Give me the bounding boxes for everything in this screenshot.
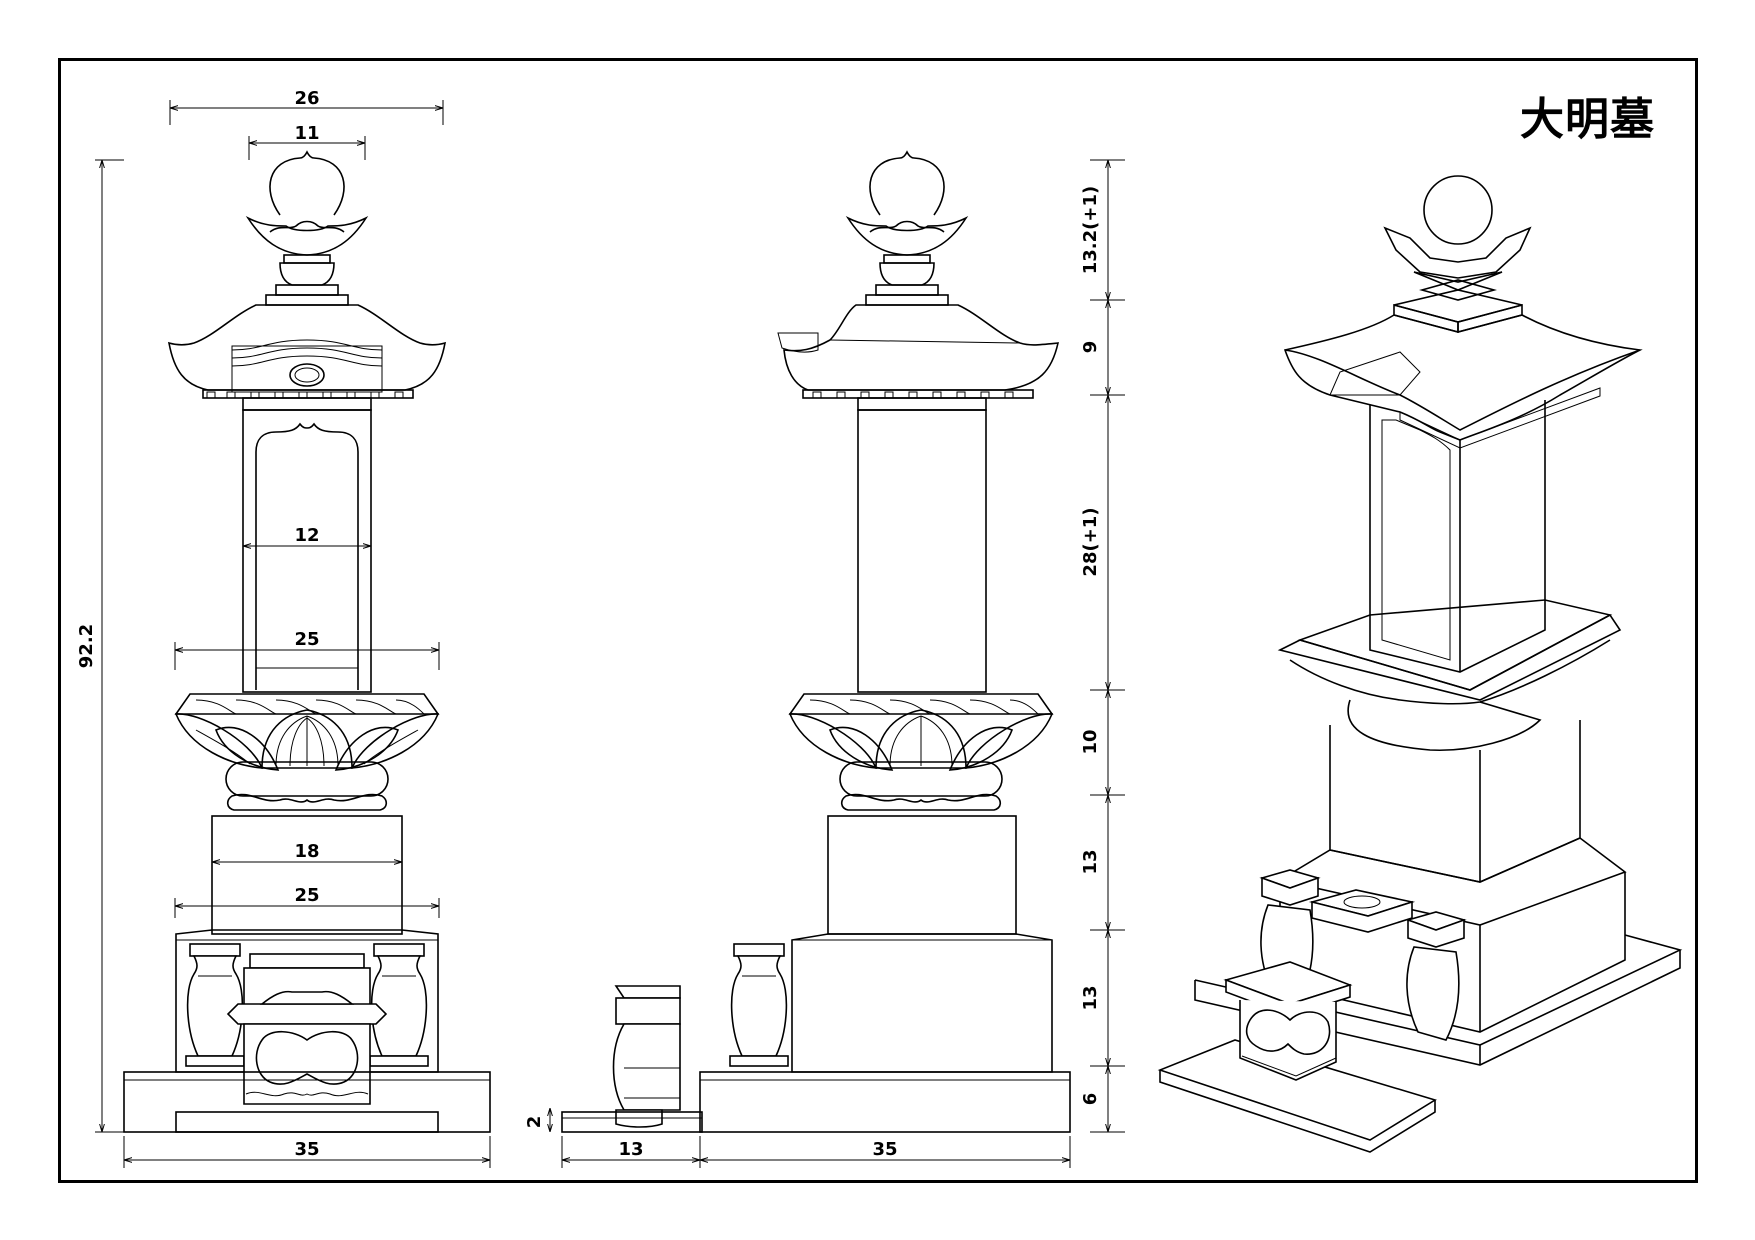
iso-flower-vase-right — [1405, 911, 1467, 1041]
iso-incense-burner — [1223, 961, 1353, 1081]
dim-side-lotus-height: 10 — [1080, 729, 1101, 754]
dim-front-base-inner: 18 — [294, 841, 319, 862]
dim-side-body-height: 28(+1) — [1080, 507, 1101, 576]
dim-front-top-width: 26 — [294, 88, 319, 109]
dim-front-bottom-width: 35 — [294, 1139, 319, 1160]
dim-front-lotus-width: 25 — [294, 629, 319, 650]
isometric-view — [1157, 175, 1683, 1153]
flower-vase-left — [185, 943, 245, 1067]
front-view: 26 11 — [76, 88, 491, 1168]
dim-side-finial-height: 13.2(+1) — [1080, 186, 1101, 274]
dim-side-base2-height: 13 — [1080, 985, 1101, 1010]
dim-side-base1-height: 13 — [1080, 849, 1101, 874]
dim-front-total-height: 92.2 — [76, 624, 97, 668]
dim-side-step-height: 2 — [524, 1116, 545, 1129]
dim-side-roof-height: 9 — [1080, 341, 1101, 354]
side-height-dimensions: 13.2(+1) 9 28(+1) 10 13 13 6 — [1080, 159, 1125, 1133]
flower-vase-right — [369, 943, 429, 1067]
drawing-title: 大明墓 — [1520, 94, 1655, 145]
dim-front-body-width: 12 — [294, 525, 319, 546]
dim-front-base-outer: 25 — [294, 885, 319, 906]
dim-side-plinth-height: 6 — [1080, 1093, 1101, 1106]
incense-burner — [226, 990, 388, 1105]
dim-front-finial-width: 11 — [294, 123, 319, 144]
dim-side-bottom-width: 35 — [872, 1139, 897, 1160]
side-view: 2 13 35 13.2(+1) 9 28 — [524, 150, 1125, 1168]
side-flower-vase — [729, 943, 789, 1067]
dim-side-step-width: 13 — [618, 1139, 643, 1160]
side-incense-burner — [612, 985, 681, 1128]
